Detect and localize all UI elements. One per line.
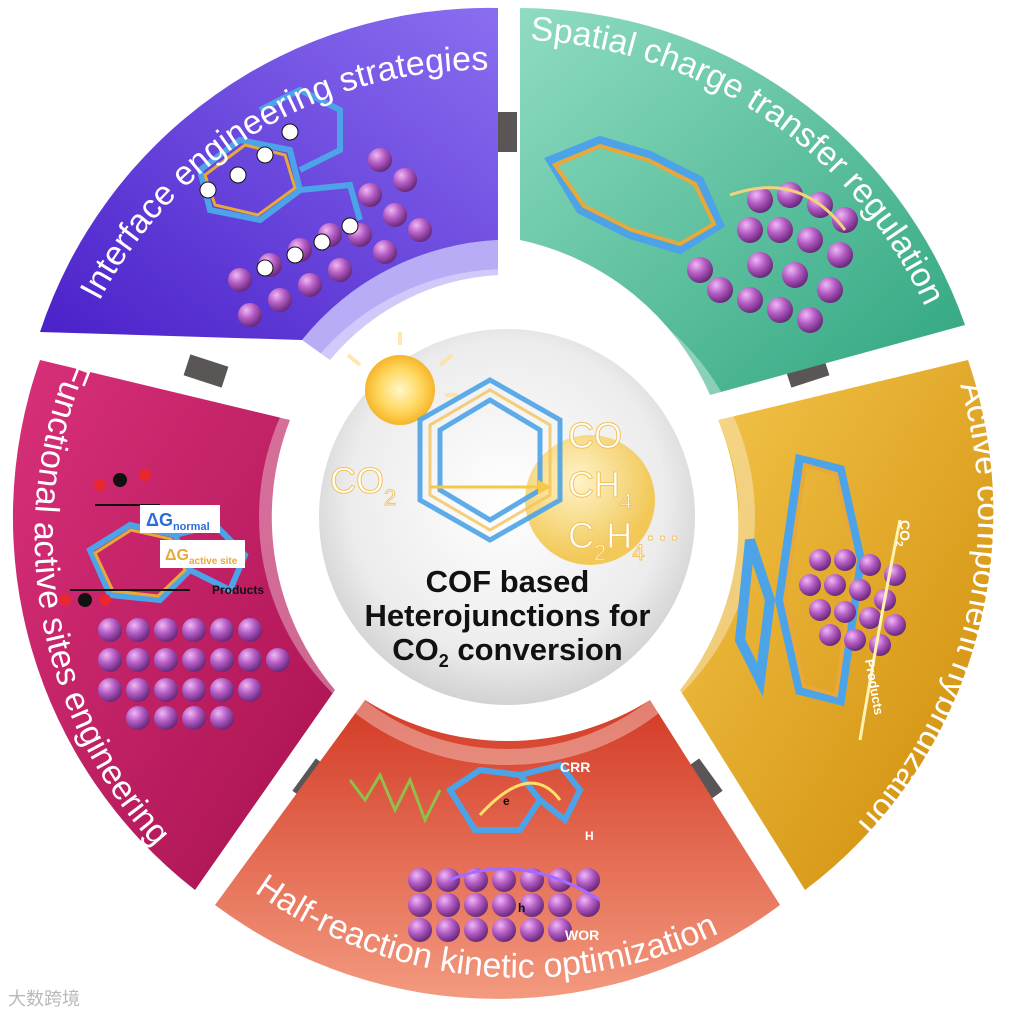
hole-label: h xyxy=(518,901,525,915)
proton-label: H xyxy=(585,829,594,843)
center-title-line1: COF based xyxy=(425,564,590,599)
sector-spatial-charge xyxy=(520,8,965,395)
center-title-line2: Heterojunctions for xyxy=(364,598,651,633)
dg-active-label: ΔGactive site xyxy=(165,547,238,567)
electron-label: e xyxy=(503,794,510,808)
product-ch4: CH4 xyxy=(568,464,632,514)
reaction-equation: CO2 CO CH4 C2H4··· xyxy=(330,415,681,566)
sector-spatial-background xyxy=(520,8,965,395)
interface-lattice-illustration xyxy=(196,86,432,327)
product-c2h4: C2H4··· xyxy=(568,515,680,565)
functional-sites-illustration xyxy=(59,469,290,730)
annotations: ΔGnormal ΔGactive site Products CRR WOR … xyxy=(146,510,913,943)
wor-label: WOR xyxy=(565,927,599,943)
crr-label: CRR xyxy=(560,759,590,775)
sector-active-component xyxy=(680,360,994,890)
cof-framework-icon xyxy=(417,377,563,543)
center-title: COF based Heterojunctions for CO2 conver… xyxy=(300,565,715,678)
center-title-line3: CO2 conversion xyxy=(392,632,623,672)
center-graphics xyxy=(346,332,655,565)
co2-right-label: CO2 xyxy=(893,520,913,547)
sector-half-reaction-background xyxy=(215,700,780,999)
reactant-co2: CO2 xyxy=(330,460,396,510)
dg-active-box xyxy=(160,540,245,568)
products-left-label: Products xyxy=(212,583,264,597)
spatial-lattice-illustration xyxy=(544,135,858,333)
sun-icon xyxy=(365,355,435,425)
sector-half-reaction xyxy=(215,700,780,999)
watermark-logo: 大数跨境 xyxy=(8,989,80,1010)
sector-active-component-background xyxy=(680,360,994,890)
dg-normal-label: ΔGnormal xyxy=(146,510,210,533)
half-reaction-illustration xyxy=(348,761,601,942)
product-co: CO xyxy=(568,415,622,456)
connector-left xyxy=(183,354,229,388)
dg-normal-box xyxy=(140,505,220,533)
connector-top xyxy=(495,112,517,152)
active-component-illustration xyxy=(734,453,906,741)
center-hub xyxy=(319,329,695,705)
